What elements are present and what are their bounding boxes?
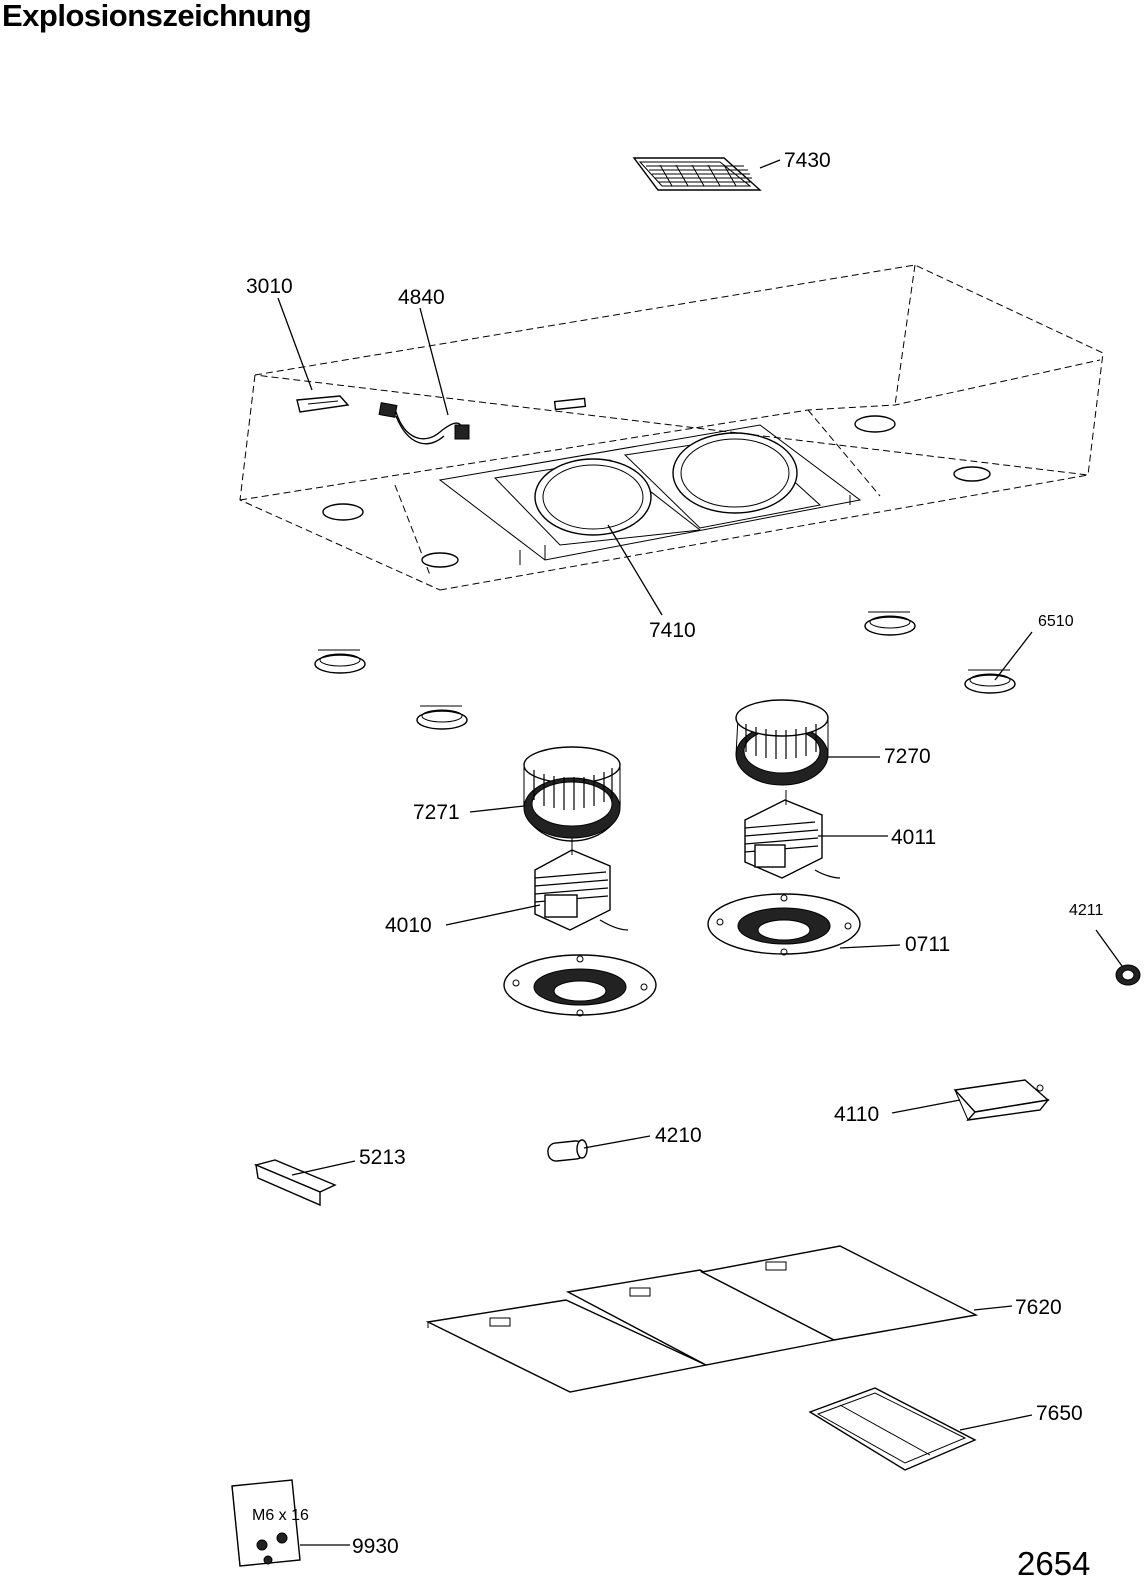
label-7620: 7620 bbox=[1015, 1296, 1062, 1319]
part-0711-mount-ring-right bbox=[707, 893, 861, 956]
part-4010-motor bbox=[534, 838, 629, 931]
label-7430: 7430 bbox=[784, 149, 831, 172]
label-4010: 4010 bbox=[385, 914, 432, 937]
label-4110: 4110 bbox=[834, 1103, 879, 1126]
label-4011: 4011 bbox=[891, 826, 936, 849]
part-9930-screw-bag: M6 x 16 bbox=[231, 1479, 309, 1567]
label-6510: 6510 bbox=[1038, 613, 1074, 630]
part-7650-carbon-filter bbox=[808, 1387, 977, 1471]
label-0711: 0711 bbox=[905, 933, 950, 956]
label-7650: 7650 bbox=[1036, 1402, 1083, 1425]
label-7270: 7270 bbox=[884, 745, 931, 768]
label-4211: 4211 bbox=[1069, 902, 1104, 919]
label-7410: 7410 bbox=[649, 619, 696, 642]
part-4840-harness bbox=[378, 402, 470, 445]
lamp-holder-1 bbox=[314, 649, 366, 674]
label-4840: 4840 bbox=[398, 286, 445, 309]
part-7271-blower-wheel bbox=[523, 746, 621, 842]
lamp-holder-3 bbox=[864, 611, 916, 636]
screw-bag-text: M6 x 16 bbox=[252, 1507, 309, 1524]
part-5213-bracket bbox=[253, 1159, 337, 1207]
part-4211-nut bbox=[1115, 964, 1141, 986]
part-4210-capacitor bbox=[547, 1139, 588, 1162]
lamp-holder-2 bbox=[416, 705, 468, 730]
label-5213: 5213 bbox=[359, 1146, 406, 1169]
lamp-holders bbox=[314, 611, 1016, 730]
lamp-holder-4 bbox=[964, 669, 1016, 694]
mount-ring-left bbox=[503, 954, 657, 1017]
part-7270-blower-wheel bbox=[735, 699, 829, 786]
part-3010-switch bbox=[296, 395, 350, 413]
page-title: Explosionszeichnung bbox=[2, 0, 312, 33]
drawing-number: 2654 bbox=[1017, 1545, 1090, 1577]
label-4210: 4210 bbox=[655, 1124, 702, 1147]
part-7410-mounting-plate bbox=[438, 424, 862, 565]
label-3010: 3010 bbox=[246, 275, 293, 298]
part-7430-grille bbox=[632, 157, 762, 191]
part-4110-box bbox=[953, 1079, 1050, 1121]
leader-lines bbox=[277, 159, 1123, 1546]
part-7620-grease-filters bbox=[425, 1245, 979, 1393]
label-7271: 7271 bbox=[413, 801, 460, 824]
part-4011-motor bbox=[744, 790, 841, 879]
label-9930: 9930 bbox=[352, 1535, 399, 1558]
hood-housing bbox=[239, 264, 1104, 591]
